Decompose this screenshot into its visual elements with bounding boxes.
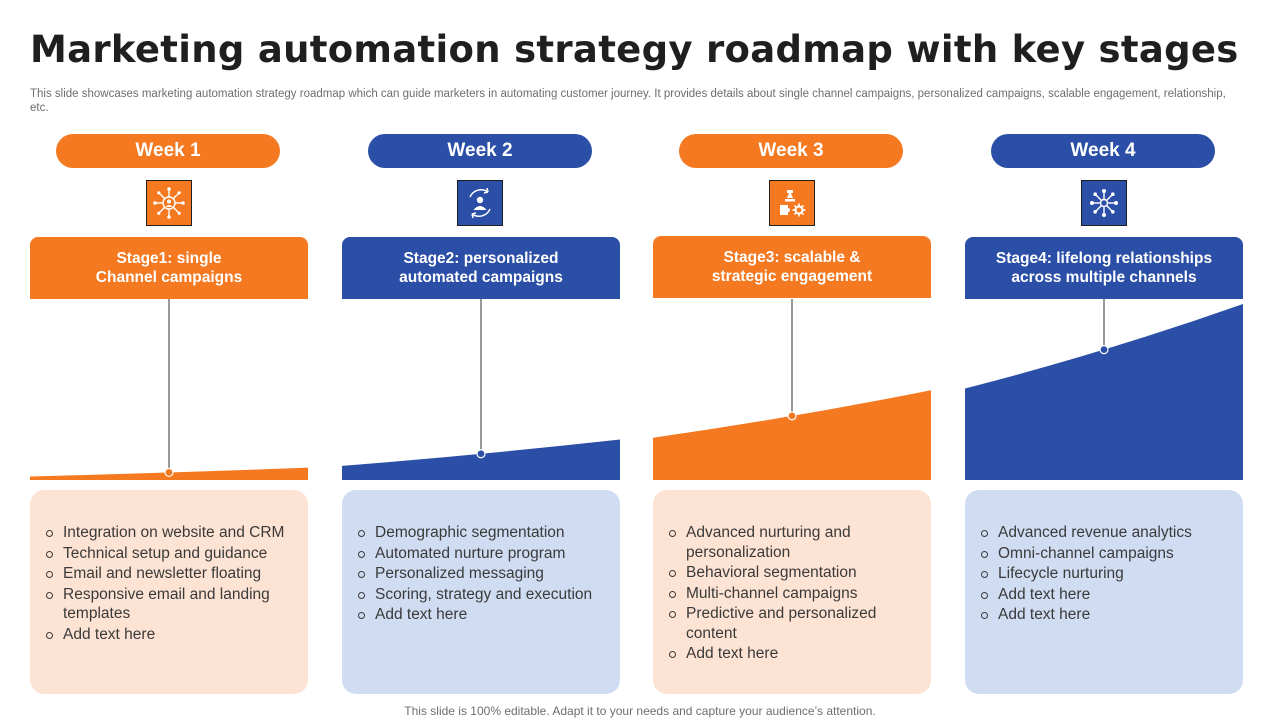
list-item: Technical setup and guidance <box>44 544 298 564</box>
roadmap-column-4: Week 4 Stage4: lifelong relationships acr… <box>965 0 1243 720</box>
week-pill: Week 1 <box>56 134 280 168</box>
stage-title-line-2: across multiple channels <box>1011 269 1197 286</box>
roadmap-column-2: Week 2 Stage2: personalized automated cam… <box>342 0 620 720</box>
progress-area-chart <box>30 299 308 480</box>
list-item: Add text here <box>979 585 1233 605</box>
week-pill: Week 4 <box>991 134 1215 168</box>
page-title: Marketing automation strategy roadmap wi… <box>30 28 1239 71</box>
hub-network-icon <box>1081 180 1127 226</box>
list-item: Responsive email and landing templates <box>44 585 298 624</box>
stage-title-line-2: strategic engagement <box>711 268 873 285</box>
stage-title-box: Stage3: scalable & strategic engagement <box>653 236 931 298</box>
stage-title-box: Stage2: personalized automated campaigns <box>342 237 620 299</box>
stage-title-line-1: Stage1: single <box>116 250 222 267</box>
list-item: Integration on website and CRM <box>44 523 298 543</box>
strategy-pieces-icon <box>769 180 815 226</box>
list-item: Personalized messaging <box>356 564 610 584</box>
list-item: Predictive and personalized content <box>667 604 921 643</box>
week-pill: Week 2 <box>368 134 592 168</box>
stage-details-box: Integration on website and CRM Technical… <box>30 490 308 694</box>
list-item: Advanced nurturing and personalization <box>667 523 921 562</box>
list-item: Add text here <box>356 605 610 625</box>
progress-area <box>342 439 620 480</box>
stage-marker-dot <box>476 449 486 459</box>
stage-title-box: Stage4: lifelong relationships across mul… <box>965 237 1243 299</box>
progress-area <box>653 390 931 480</box>
stage-title-line-1: Stage3: scalable & <box>723 249 861 266</box>
list-item: Lifecycle nurturing <box>979 564 1233 584</box>
progress-area <box>965 304 1243 480</box>
page-subtitle: This slide showcases marketing automatio… <box>30 88 1226 114</box>
week-pill: Week 3 <box>679 134 903 168</box>
stage-title-line-1: Stage2: personalized <box>403 250 559 267</box>
list-item: Email and newsletter floating <box>44 564 298 584</box>
list-item: Omni-channel campaigns <box>979 544 1233 564</box>
stage-title-line-2: automated campaigns <box>399 269 563 286</box>
list-item: Advanced revenue analytics <box>979 523 1233 543</box>
list-item: Automated nurture program <box>356 544 610 564</box>
user-cycle-icon <box>457 180 503 226</box>
stage-title-line-1: Stage4: lifelong relationships <box>995 250 1213 267</box>
list-item: Behavioral segmentation <box>667 563 921 583</box>
stage-title-line-2: Channel campaigns <box>95 269 243 286</box>
stage-details-box: Advanced nurturing and personalization B… <box>653 490 931 694</box>
progress-area-chart <box>653 299 931 480</box>
progress-area-chart <box>965 299 1243 480</box>
network-user-icon <box>146 180 192 226</box>
list-item: Add text here <box>979 605 1233 625</box>
progress-area-chart <box>342 299 620 480</box>
list-item: Add text here <box>44 625 298 645</box>
list-item: Multi-channel campaigns <box>667 584 921 604</box>
list-item: Demographic segmentation <box>356 523 610 543</box>
list-item: Scoring, strategy and execution <box>356 585 610 605</box>
roadmap-column-3: Week 3 Stage3: scalable & strategic engag… <box>653 0 931 720</box>
stage-marker-dot <box>1099 345 1109 355</box>
stage-marker-dot <box>787 411 797 421</box>
stage-details-box: Demographic segmentation Automated nurtu… <box>342 490 620 694</box>
stage-details-box: Advanced revenue analytics Omni-channel … <box>965 490 1243 694</box>
footer-note: This slide is 100% editable. Adapt it to… <box>404 704 876 718</box>
list-item: Add text here <box>667 644 921 664</box>
stage-marker-dot <box>164 467 174 478</box>
